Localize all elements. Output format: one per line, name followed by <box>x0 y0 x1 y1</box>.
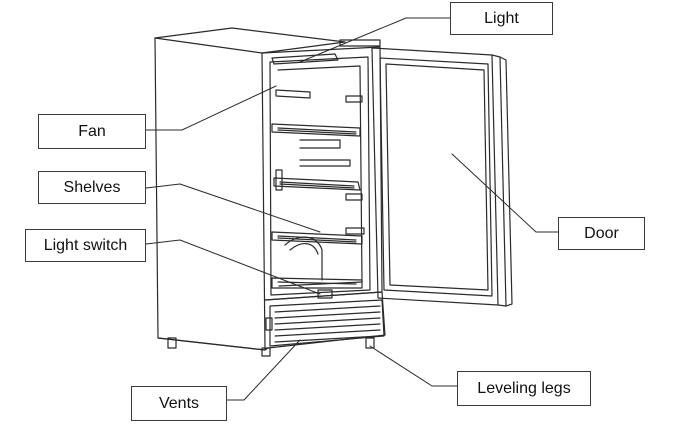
leader-light <box>299 17 451 63</box>
shelf-3 <box>271 227 365 245</box>
shelves-group <box>271 123 365 289</box>
shelf-1 <box>271 123 361 149</box>
shelves-label: Shelves <box>38 171 146 204</box>
light-fixture <box>271 53 339 65</box>
leveling-legs <box>167 337 375 357</box>
door <box>371 47 513 307</box>
door-label: Door <box>558 217 645 250</box>
light-switch <box>317 289 333 299</box>
light-switch-label: Light switch <box>25 229 146 262</box>
cabinet <box>154 27 386 351</box>
light-label: Light <box>450 2 553 35</box>
leader-shelves <box>145 183 321 233</box>
shelf-2 <box>273 159 363 201</box>
fan-label: Fan <box>38 114 146 149</box>
leveling-legs-label: Leveling legs <box>457 371 591 406</box>
leader-vents <box>226 339 301 401</box>
leader-fan <box>145 85 277 131</box>
leader-switch <box>145 239 321 295</box>
vents-label: Vents <box>131 386 227 421</box>
vents-grille <box>265 299 385 347</box>
fan-housing <box>275 89 363 191</box>
leader-door <box>451 153 559 233</box>
leader-lines <box>145 17 559 401</box>
leader-legs <box>369 345 458 387</box>
